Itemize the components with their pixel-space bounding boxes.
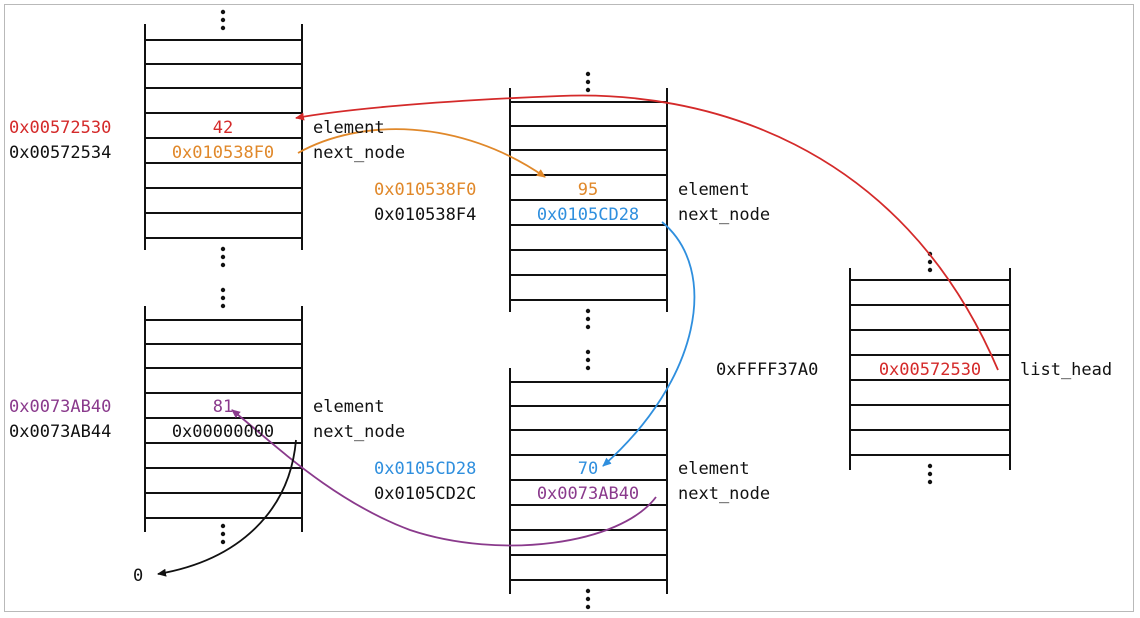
value-node-81-element: 81 — [213, 397, 233, 417]
address-node-81-next: 0x0073AB44 — [9, 422, 111, 442]
ellipsis-dots — [220, 9, 226, 268]
address-node-42-next: 0x00572534 — [9, 143, 111, 163]
memory-block-node-42 — [144, 24, 303, 250]
field-label-next-node: next_node — [678, 205, 770, 225]
memory-block-node-81 — [144, 306, 303, 532]
diagram-frame — [4, 4, 1134, 612]
address-list-head: 0xFFFF37A0 — [716, 360, 818, 380]
value-node-95-next: 0x0105CD28 — [537, 205, 639, 225]
field-label-next-node: next_node — [678, 484, 770, 504]
ellipsis-dots — [585, 349, 591, 610]
field-label-element: element — [313, 118, 385, 138]
memory-block-node-95 — [509, 88, 668, 312]
value-node-70-next: 0x0073AB40 — [537, 484, 639, 504]
address-node-42-element: 0x00572530 — [9, 118, 111, 138]
value-node-95-element: 95 — [578, 180, 598, 200]
arrow-list-head-to-node-42 — [295, 94, 999, 371]
field-label-list-head: list_head — [1020, 360, 1112, 380]
null-terminator-label: 0 — [133, 566, 143, 586]
field-label-next-node: next_node — [313, 143, 405, 163]
field-label-next-node: next_node — [313, 422, 405, 442]
memory-block-list-head — [849, 268, 1011, 470]
value-node-81-next: 0x00000000 — [172, 422, 274, 442]
address-node-95-next: 0x010538F4 — [374, 205, 476, 225]
address-node-70-next: 0x0105CD2C — [374, 484, 476, 504]
arrow-node-95-to-node-70 — [602, 221, 696, 467]
value-node-42-element: 42 — [213, 118, 233, 138]
value-node-42-next: 0x010538F0 — [172, 143, 274, 163]
arrow-node-70-to-node-81 — [231, 409, 657, 547]
ellipsis-dots — [585, 71, 591, 330]
memory-block-node-70 — [509, 368, 668, 594]
address-node-95-element: 0x010538F0 — [374, 180, 476, 200]
value-node-70-element: 70 — [578, 459, 598, 479]
ellipsis-dots — [220, 287, 226, 545]
value-list-head: 0x00572530 — [879, 360, 981, 380]
field-label-element: element — [678, 180, 750, 200]
arrow-node-81-to-null — [157, 439, 297, 577]
field-label-element: element — [313, 397, 385, 417]
arrow-node-42-to-node-95 — [297, 128, 546, 178]
field-label-element: element — [678, 459, 750, 479]
address-node-81-element: 0x0073AB40 — [9, 397, 111, 417]
address-node-70-element: 0x0105CD28 — [374, 459, 476, 479]
